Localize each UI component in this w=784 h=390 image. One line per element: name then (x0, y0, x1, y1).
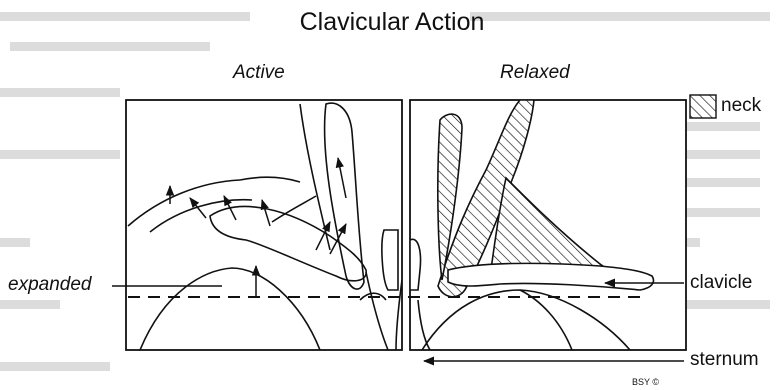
active-panel-frame (126, 100, 402, 350)
sternum-label: sternum (690, 349, 759, 371)
clavicle-label: clavicle (690, 272, 752, 294)
diagram-title: Clavicular Action (0, 8, 784, 37)
copyright-mark: BSY © (632, 377, 659, 387)
expanded-label: expanded (8, 274, 91, 296)
relaxed-panel-label: Relaxed (500, 62, 570, 84)
neck-legend-label: neck (721, 95, 761, 117)
neck-legend-swatch (690, 95, 716, 118)
active-panel-label: Active (233, 62, 285, 84)
